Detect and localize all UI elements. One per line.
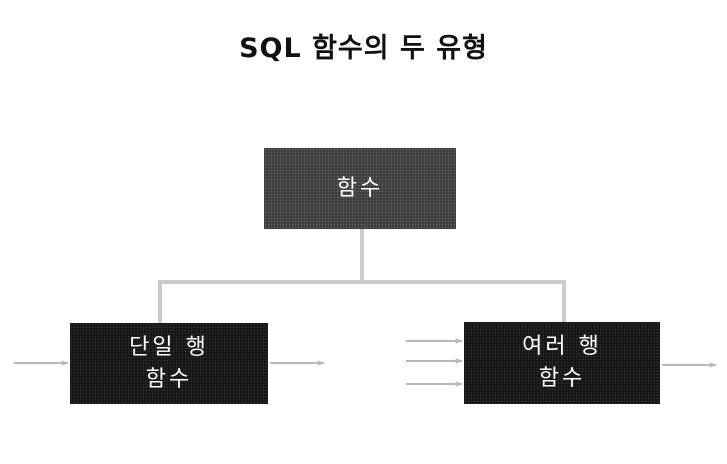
multi-row-functions-node: 여러 행 함수: [464, 322, 660, 404]
multi-row-node-line2: 함수: [538, 366, 586, 391]
diagram-title: SQL 함수의 두 유형: [239, 33, 488, 64]
functions-node: 함수: [264, 148, 456, 229]
single-row-node-line1: 단일 행: [129, 334, 209, 360]
multi-row-node-line1: 여러 행: [522, 334, 602, 359]
single-row-node-line2: 함수: [145, 366, 193, 392]
functions-node-label: 함수: [336, 175, 384, 201]
single-row-functions-node: 단일 행 함수: [70, 323, 268, 404]
